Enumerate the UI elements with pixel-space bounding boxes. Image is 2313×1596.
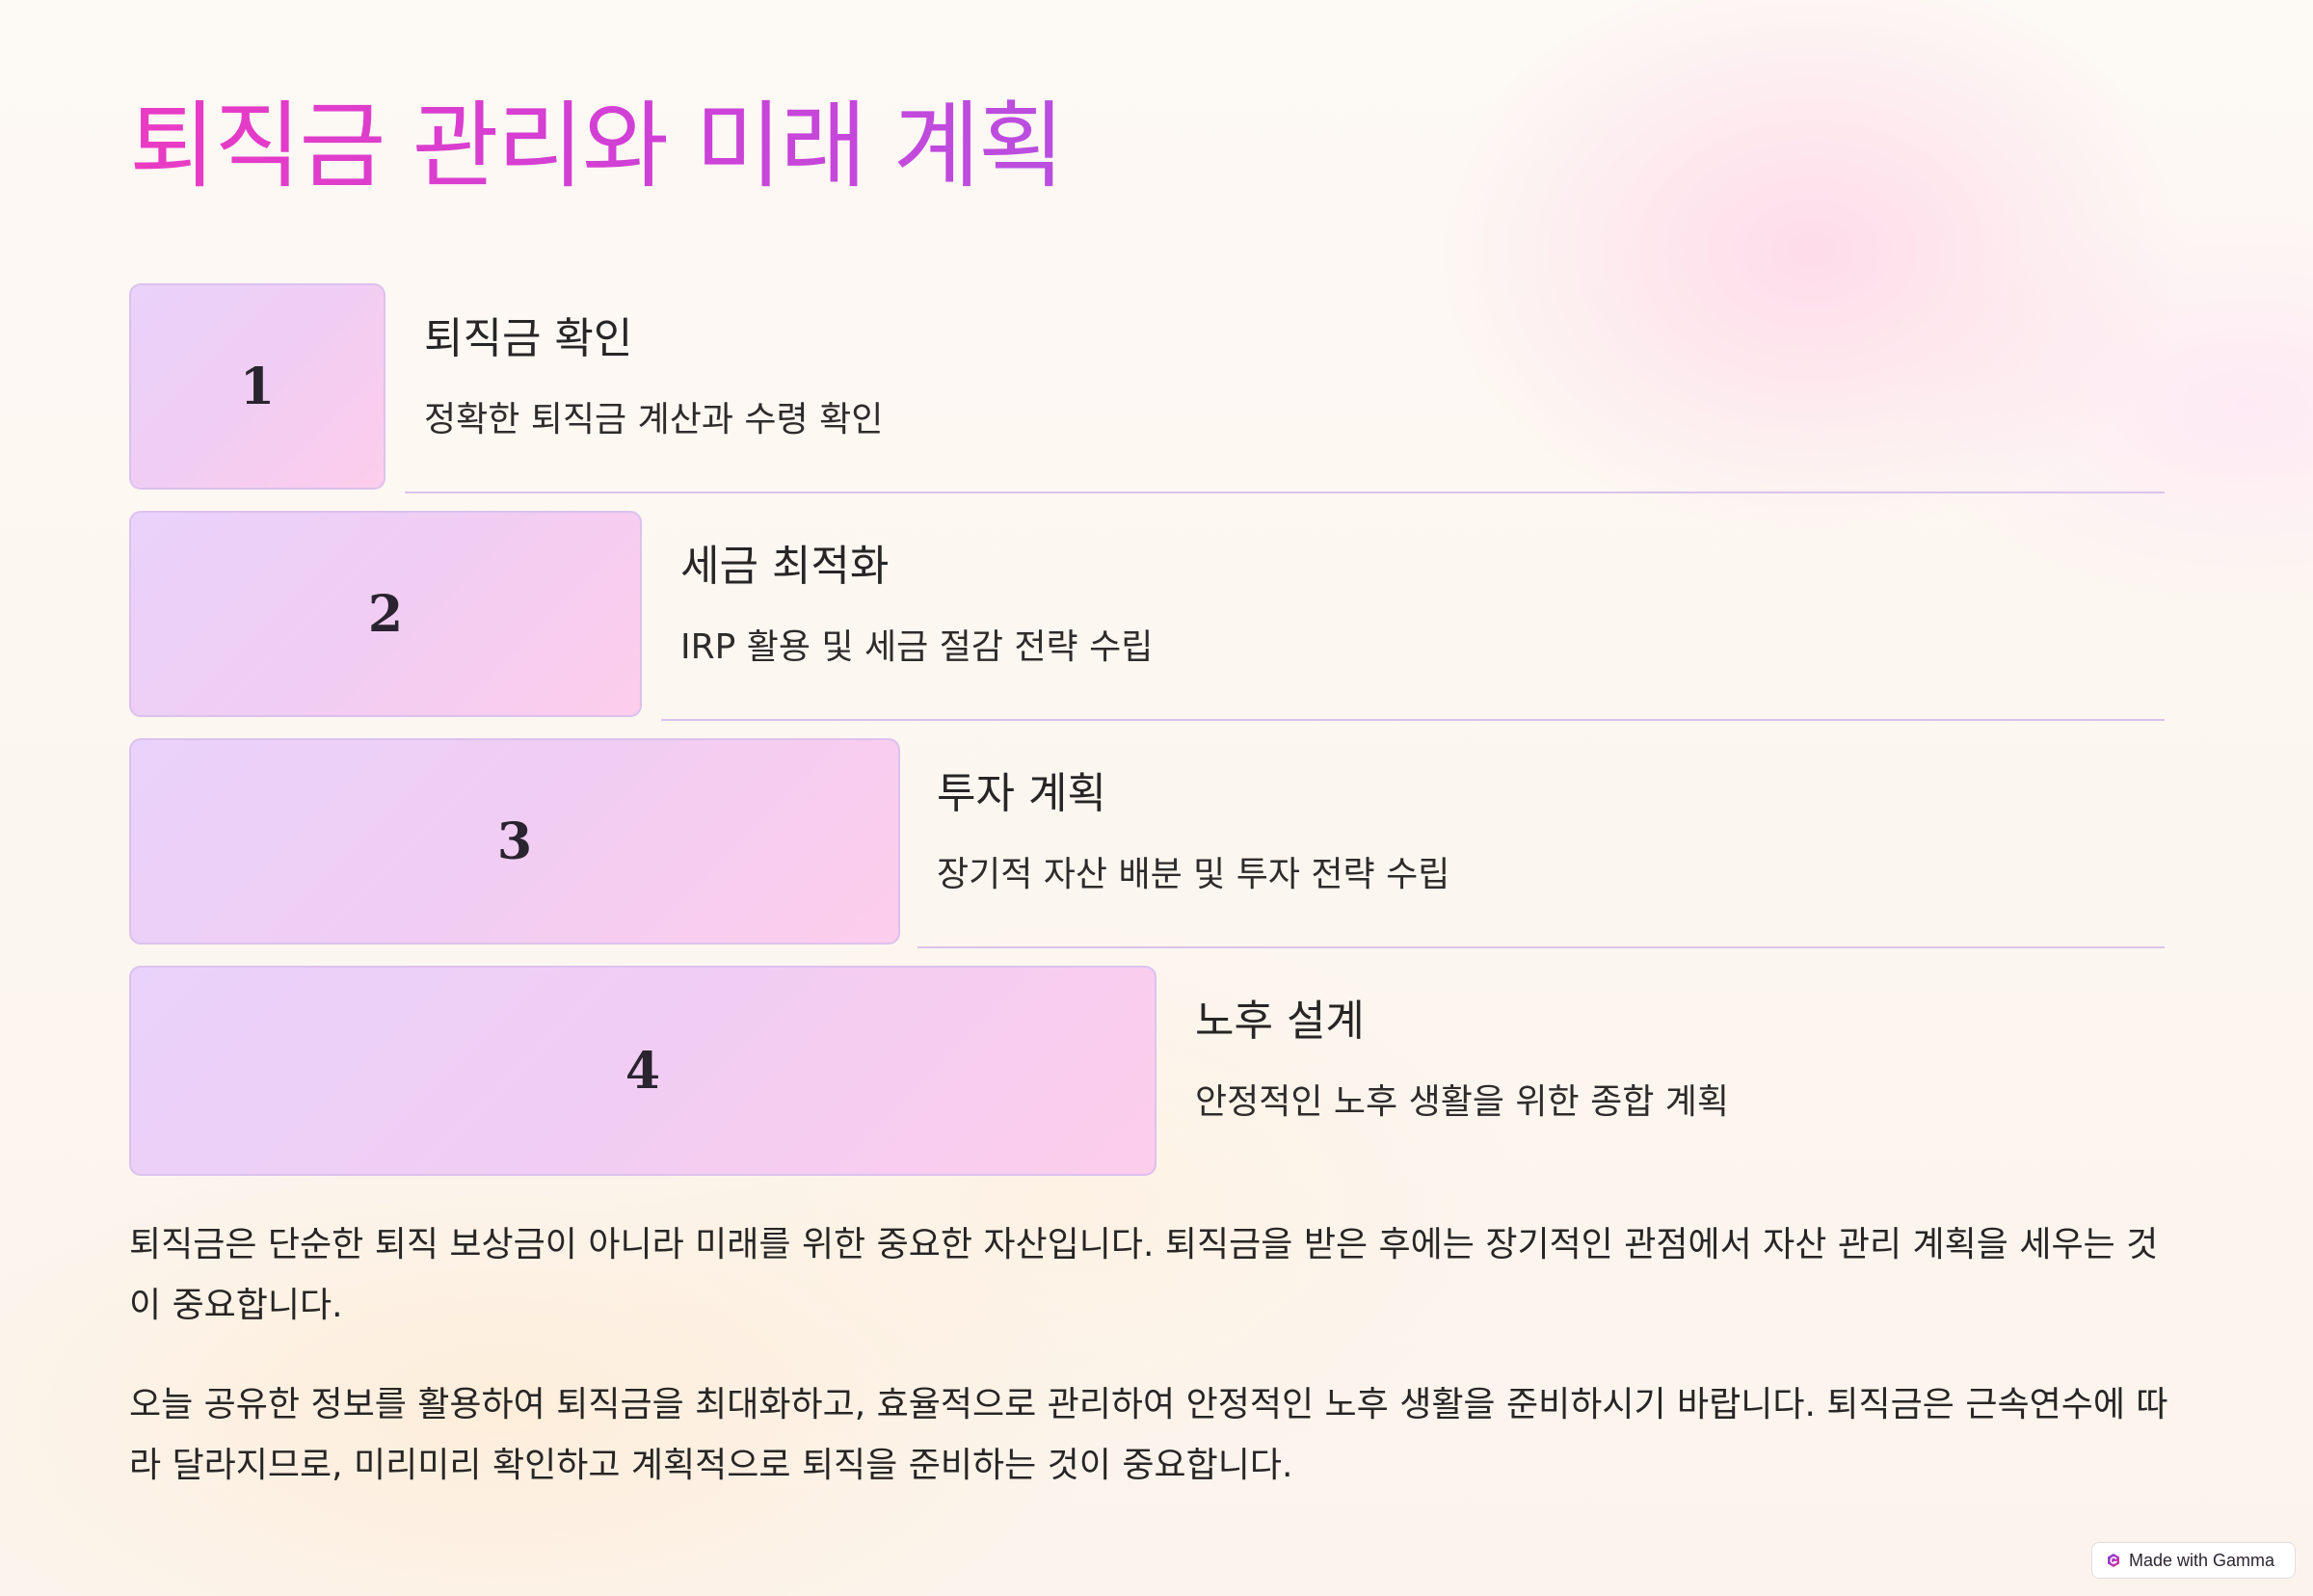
- step-3: 3 투자 계획 장기적 자산 배분 및 투자 전략 수립: [129, 738, 2165, 948]
- step-description: 정확한 퇴직금 계산과 수령 확인: [424, 400, 884, 439]
- summary-paragraph: 퇴직금은 단순한 퇴직 보상금이 아니라 미래를 위한 중요한 자산입니다. 퇴…: [129, 1225, 2159, 1325]
- step-content: 퇴직금 확인 정확한 퇴직금 계산과 수령 확인: [405, 283, 2165, 493]
- step-content: 세금 최적화 IRP 활용 및 세금 절감 전략 수립: [661, 511, 2165, 721]
- gamma-logo-icon: [2108, 1554, 2119, 1567]
- step-description: 안정적인 노후 생활을 위한 종합 계획: [1195, 1082, 1730, 1122]
- step-4: 4 노후 설계 안정적인 노후 생활을 위한 종합 계획: [129, 966, 2165, 1176]
- badge-label: Made with Gamma: [2129, 1550, 2275, 1570]
- step-number: 2: [367, 584, 404, 644]
- made-with-gamma-badge[interactable]: Made with Gamma: [2091, 1542, 2296, 1579]
- step-number: 4: [625, 1041, 661, 1101]
- step-description: IRP 활용 및 세금 절감 전략 수립: [680, 627, 1154, 667]
- step-heading: 노후 설계: [1195, 997, 1365, 1046]
- step-1: 1 퇴직금 확인 정확한 퇴직금 계산과 수령 확인: [129, 283, 2165, 493]
- divider: [917, 946, 2165, 948]
- divider: [405, 492, 2165, 493]
- step-content: 노후 설계 안정적인 노후 생활을 위한 종합 계획: [1176, 966, 2165, 1176]
- step-number-box: 2: [129, 511, 642, 717]
- step-number: 1: [239, 357, 276, 416]
- closing-paragraph: 오늘 공유한 정보를 활용하여 퇴직금을 최대화하고, 효율적으로 관리하여 안…: [129, 1385, 2168, 1485]
- step-heading: 퇴직금 확인: [424, 314, 633, 363]
- step-number-box: 1: [129, 283, 386, 490]
- page-title: 퇴직금 관리와 미래 계획: [129, 89, 1065, 204]
- step-description: 장기적 자산 배분 및 투자 전략 수립: [937, 855, 1450, 894]
- step-number-box: 3: [129, 738, 900, 944]
- step-2: 2 세금 최적화 IRP 활용 및 세금 절감 전략 수립: [129, 511, 2165, 721]
- step-content: 투자 계획 장기적 자산 배분 및 투자 전략 수립: [917, 738, 2165, 948]
- step-heading: 투자 계획: [937, 769, 1106, 818]
- step-number: 3: [496, 811, 533, 871]
- step-number-box: 4: [129, 966, 1156, 1176]
- step-heading: 세금 최적화: [680, 542, 890, 591]
- divider: [661, 719, 2165, 721]
